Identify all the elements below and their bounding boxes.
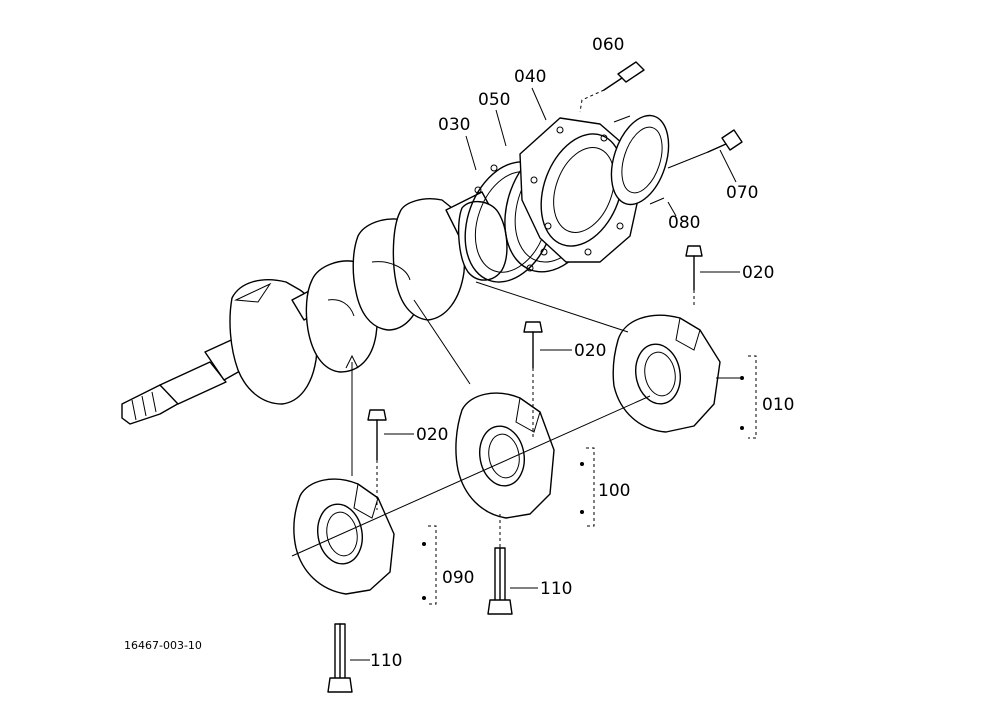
callout-100: 100 — [598, 481, 630, 501]
callout-060: 060 — [592, 35, 624, 55]
callout-050: 050 — [478, 90, 510, 110]
bracket-100 — [580, 447, 595, 527]
bolt-020-lower — [367, 409, 414, 510]
callout-010: 010 — [762, 395, 794, 415]
callout-090: 090 — [442, 568, 474, 588]
callout-040: 040 — [514, 67, 546, 87]
bearing-case-040 — [519, 117, 641, 263]
callout-080: 080 — [668, 213, 700, 233]
callout-020-middle: 020 — [574, 341, 606, 361]
assembly-lines — [291, 281, 651, 557]
leader-lines — [465, 87, 737, 217]
bolt-020-middle — [523, 321, 572, 440]
bolt-110-middle — [487, 514, 538, 615]
bolt-110-lower — [327, 623, 370, 693]
bracket-010 — [716, 355, 757, 439]
main-bearing-case-100 — [455, 392, 555, 519]
main-bearing-case-090 — [293, 478, 395, 595]
callout-020-upper: 020 — [742, 263, 774, 283]
callout-110-middle: 110 — [540, 579, 572, 599]
callout-110-lower: 110 — [370, 651, 402, 671]
bolt-060 — [579, 61, 645, 113]
bracket-090 — [422, 525, 437, 605]
callout-020-lower: 020 — [416, 425, 448, 445]
callout-030: 030 — [438, 115, 470, 135]
oil-seal-080 — [610, 114, 670, 206]
main-bearing-case-010 — [612, 314, 721, 433]
bolt-020-upper — [685, 245, 740, 306]
crankshaft — [121, 191, 508, 425]
figure-id: 16467-003-10 — [124, 639, 202, 652]
callout-070: 070 — [726, 183, 758, 203]
bolt-070 — [667, 129, 743, 169]
